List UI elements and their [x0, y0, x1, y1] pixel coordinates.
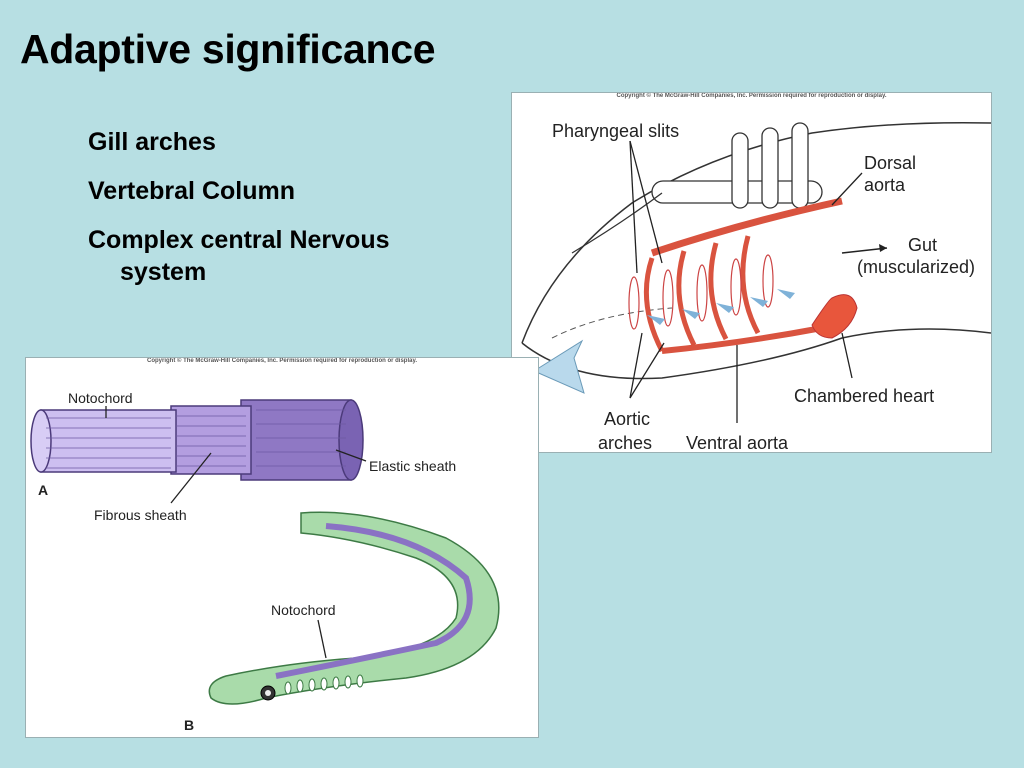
gut-label-2: (muscularized): [857, 257, 975, 277]
aortic-arches-label-1: Aortic: [604, 409, 650, 429]
bullet-text: Complex central Nervous: [88, 226, 390, 254]
bullet-list: Gill arches Vertebral Column Complex cen…: [88, 126, 390, 305]
slide-title: Adaptive significance: [20, 26, 436, 72]
copyright-notice: Copyright © The McGraw-Hill Companies, I…: [616, 93, 887, 99]
pharynx-dashed-line: [551, 307, 673, 339]
circulation-figure: Copyright © The McGraw-Hill Companies, I…: [511, 92, 992, 453]
vertebral-column: [571, 122, 823, 254]
notochord-figure: Copyright © The McGraw-Hill Companies, I…: [25, 357, 539, 738]
bullet-text: Vertebral Column: [88, 177, 295, 205]
water-inflow-arrow: [532, 339, 585, 394]
notochord-label-a: Notochord: [68, 390, 133, 406]
dorsal-aorta: [650, 197, 843, 257]
fibrous-sheath-label: Fibrous sheath: [94, 507, 187, 523]
gut-label-1: Gut: [908, 235, 937, 255]
leader-lines: [629, 140, 863, 423]
bullet-text-continued: system: [120, 258, 207, 286]
panel-a-label: A: [38, 482, 48, 498]
panel-b-label: B: [184, 717, 194, 733]
bullet-text: Gill arches: [88, 128, 216, 156]
circulation-diagram: Pharyngeal slits Dorsal aorta Gut (muscu…: [521, 121, 991, 452]
dorsal-aorta-label-2: aorta: [864, 175, 906, 195]
chambered-heart: [811, 294, 858, 339]
leader-lines: [105, 406, 367, 659]
pharyngeal-slits: [628, 254, 774, 330]
notochord-diagram: Notochord Elastic sheath Fibrous sheath …: [30, 390, 500, 733]
pharyngeal-slits-label: Pharyngeal slits: [552, 121, 679, 141]
gut-arrow-head: [879, 244, 887, 252]
elastic-sheath-label: Elastic sheath: [369, 458, 456, 474]
bullet-item: Vertebral Column: [88, 175, 390, 207]
aortic-arches-label-2: arches: [598, 433, 652, 452]
bullet-item: Gill arches: [88, 126, 390, 158]
lamprey-body: [208, 511, 500, 705]
ventral-aorta-label: Ventral aorta: [686, 433, 789, 452]
copyright-notice: Copyright © The McGraw-Hill Companies, I…: [146, 358, 418, 364]
chambered-heart-label: Chambered heart: [794, 386, 934, 406]
notochord-label-b: Notochord: [271, 602, 336, 618]
body-outline-bottom: [521, 328, 991, 380]
body-outline-top: [521, 121, 991, 344]
gut-arrow-line: [841, 247, 888, 254]
water-flow-arrows: [647, 289, 795, 325]
dorsal-aorta-label-1: Dorsal: [864, 153, 916, 173]
bullet-item: Complex central Nervous system: [88, 224, 390, 288]
aortic-arches: [643, 235, 761, 353]
ventral-aorta: [661, 325, 823, 354]
notochord-cylinder: [30, 399, 364, 481]
